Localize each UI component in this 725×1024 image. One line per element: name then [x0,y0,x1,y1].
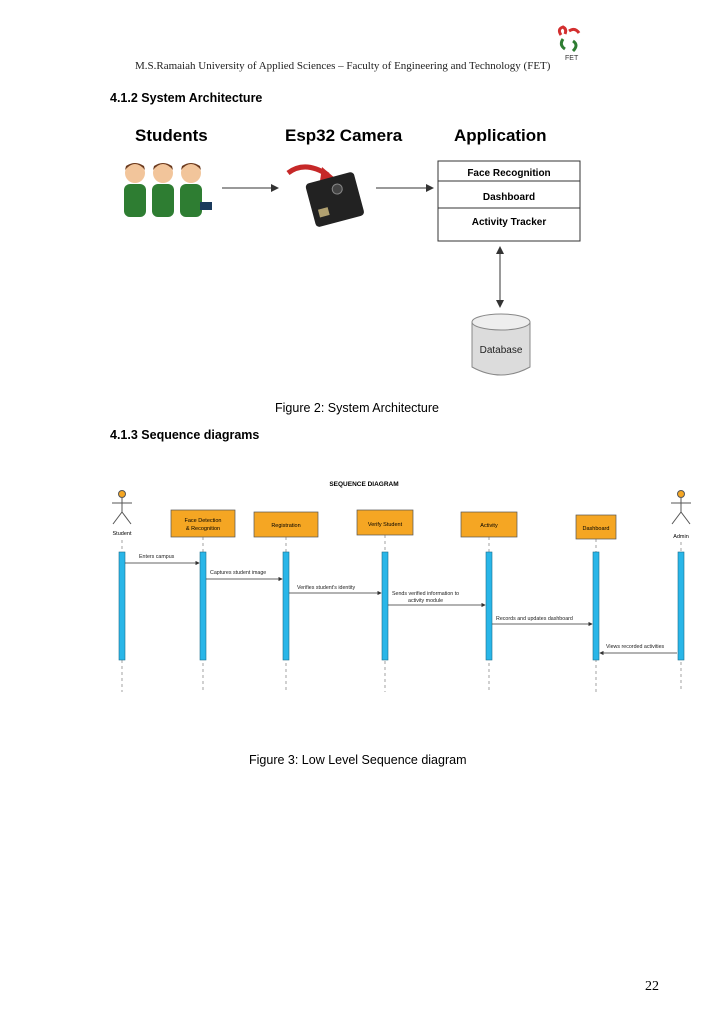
sequence-diagram: SEQUENCE DIAGRAM Student Admin Face Dete… [112,481,691,692]
students-title: Students [135,126,208,145]
actor-admin-label: Admin [673,534,689,540]
participant-verify-student: Verify Student [356,509,414,536]
svg-text:Activity: Activity [480,523,498,529]
logo-label: FET [565,55,579,62]
students-illustration [124,163,212,217]
svg-text:Dashboard: Dashboard [583,526,610,532]
camera-title: Esp32 Camera [285,126,403,145]
camera-module [286,164,364,227]
database-icon: Database [471,313,531,376]
message-label-4a: Sends verified information to [392,591,459,597]
actor-student: Student [112,490,132,537]
actor-admin: Admin [671,490,691,540]
message-label-4b: activity module [408,598,443,604]
section-heading-architecture: 4.1.2 System Architecture [110,91,263,105]
fet-logo: FET [557,25,581,62]
page-header: M.S.Ramaiah University of Applied Scienc… [135,60,551,72]
architecture-diagram: Students Esp32 Camera Application [124,126,581,376]
sequence-title: SEQUENCE DIAGRAM [329,481,398,488]
svg-text:Registration: Registration [271,523,300,529]
participant-face-detection: Face Detection & Recognition [170,509,236,538]
module-face-recognition: Face Recognition [467,168,550,179]
database-label: Database [480,345,523,356]
svg-text:Face Detection: Face Detection [185,518,222,524]
participant-registration: Registration [253,511,319,538]
module-activity-tracker: Activity Tracker [472,217,547,228]
application-title: Application [454,126,547,145]
message-label-3: Verifies student's identity [297,585,355,591]
section-heading-sequence: 4.1.3 Sequence diagrams [110,428,260,442]
figure-2-caption: Figure 2: System Architecture [275,401,439,415]
application-box: Face Recognition Dashboard Activity Trac… [437,160,581,242]
activation-bars [118,551,685,661]
module-dashboard: Dashboard [483,192,535,203]
page-number: 22 [645,979,659,994]
message-label-1: Enters campus [139,554,175,560]
participant-dashboard: Dashboard [575,514,617,540]
message-label-6: Views recorded activities [606,644,665,650]
svg-text:Verify Student: Verify Student [368,522,403,528]
figure-3-caption: Figure 3: Low Level Sequence diagram [249,753,467,767]
message-label-5: Records and updates dashboard [496,616,573,622]
svg-text:& Recognition: & Recognition [186,526,220,532]
actor-student-label: Student [113,531,132,537]
message-label-2: Captures student image [210,570,266,576]
participant-activity: Activity [460,511,518,538]
